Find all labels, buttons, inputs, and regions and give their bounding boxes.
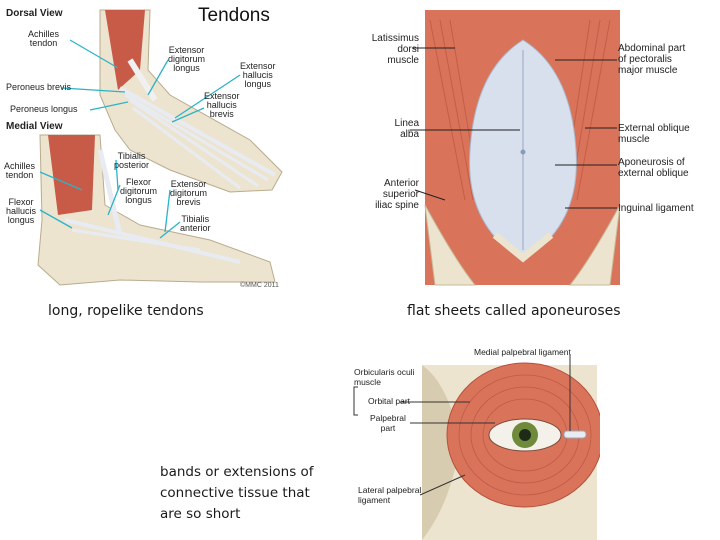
copyright-text: ©MMC 2011 [240,282,279,289]
tendons-title: Tendons [198,5,270,26]
inguinal-ligament-label: Inguinal ligament [618,203,694,214]
eyelid-figure: Medial palpebral ligament Orbicularis oc… [350,345,600,540]
tendons-caption: long, ropelike tendons [48,303,204,319]
dorsal-view-label: Dorsal View [6,8,63,19]
ligament-caption: bands or extensions of connective tissue… [160,464,314,522]
peroneus-brevis-label: Peroneus brevis [6,82,72,92]
medial-view-label: Medial View [6,121,63,132]
foot-illustration [37,9,283,286]
eye-illustration [353,355,600,540]
abdomen-illustration [410,10,621,286]
medial-palpebral-ligament-label: Medial palpebral ligament [474,347,571,357]
peroneus-longus-label: Peroneus longus [10,104,78,114]
orbital-part-label: Orbital part [368,396,411,406]
aponeuroses-caption: flat sheets called aponeuroses [407,303,621,319]
